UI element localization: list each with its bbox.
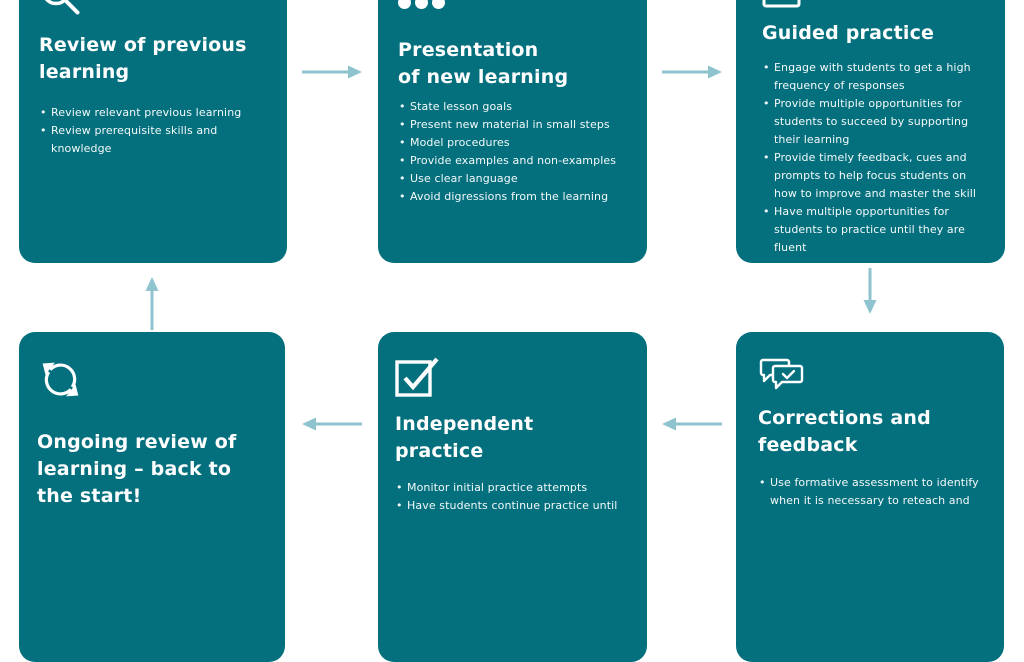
- bullet-item: Provide timely feedback, cues and prompt…: [762, 149, 979, 203]
- card-presentation-of-new-learning: Presentation of new learning State lesso…: [378, 0, 647, 263]
- arrow-right-icon: [302, 65, 362, 79]
- arrow-up-icon: [145, 277, 159, 330]
- bullet-item: Monitor initial practice attempts: [395, 479, 630, 497]
- arrow-left-icon: [302, 417, 362, 431]
- arrow-down-icon: [863, 268, 877, 314]
- checkbox-check-icon: [395, 353, 630, 399]
- card-bullets: Monitor initial practice attemptsHave st…: [395, 479, 630, 515]
- bullet-item: Have multiple opportunities for students…: [762, 203, 979, 257]
- card-title: Presentation of new learning: [398, 39, 569, 88]
- bullet-item: Model procedures: [398, 134, 627, 152]
- card-title: Guided practice: [762, 22, 935, 44]
- arrow-right-icon: [662, 65, 722, 79]
- card-ongoing-review: Ongoing review of learning – back to the…: [19, 332, 285, 662]
- card-bullets: Review relevant previous learningReview …: [39, 104, 267, 158]
- bullet-item: Avoid digressions from the learning: [398, 188, 627, 206]
- card-title: Independent practice: [395, 413, 534, 462]
- lesson-cycle-diagram: { "palette": { "card_teal": "#04707E", "…: [0, 0, 1024, 512]
- card-review-previous-learning: Review of previous learning Review relev…: [19, 0, 287, 263]
- card-title: Ongoing review of learning – back to the…: [37, 431, 237, 507]
- bullet-item: State lesson goals: [398, 98, 627, 116]
- three-dots-icon: [398, 0, 627, 9]
- bullet-item: Provide examples and non-examples: [398, 152, 627, 170]
- screen-icon: [762, 0, 979, 8]
- card-guided-practice: Guided practice Engage with students to …: [736, 0, 1005, 263]
- feedback-chat-icon: [758, 358, 982, 392]
- bullet-item: Review relevant previous learning: [39, 104, 267, 122]
- arrow-left-icon: [662, 417, 722, 431]
- refresh-cycle-icon: [37, 356, 267, 403]
- bullet-item: Present new material in small steps: [398, 116, 627, 134]
- bullet-item: Review prerequisite skills and knowledge: [39, 122, 267, 158]
- bullet-item: Provide multiple opportunities for stude…: [762, 95, 979, 149]
- card-bullets: State lesson goalsPresent new material i…: [398, 98, 627, 206]
- bullet-item: Have students continue practice until: [395, 497, 630, 515]
- card-bullets: Engage with students to get a high frequ…: [762, 59, 979, 257]
- bullet-item: Use clear language: [398, 170, 627, 188]
- bullet-item: Use formative assessment to identify whe…: [758, 474, 982, 510]
- card-independent-practice: Independent practice Monitor initial pra…: [378, 332, 647, 662]
- card-bullets: Use formative assessment to identify whe…: [758, 474, 982, 510]
- bullet-item: Engage with students to get a high frequ…: [762, 59, 979, 95]
- magnifier-icon: [39, 0, 267, 18]
- card-title: Review of previous learning: [39, 34, 247, 83]
- card-title: Corrections and feedback: [758, 407, 931, 456]
- card-corrections-and-feedback: Corrections and feedback Use formative a…: [736, 332, 1004, 662]
